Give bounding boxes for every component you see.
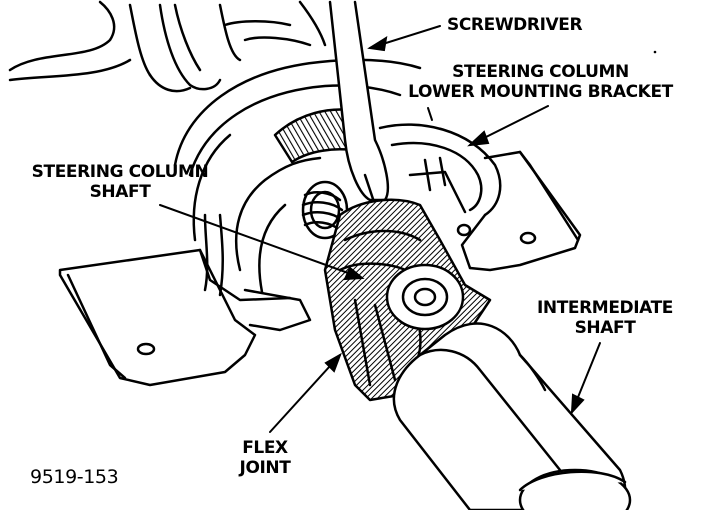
- lower-mounting-bracket: [378, 123, 582, 272]
- bracket-tick: [427, 107, 433, 121]
- leader-column-shaft: [159, 204, 363, 279]
- label-bracket: STEERING COLUMN LOWER MOUNTING BRACKET: [388, 62, 693, 102]
- label-flex-line1: FLEX: [242, 438, 288, 458]
- label-flex-joint: FLEX JOINT: [225, 438, 305, 478]
- label-intermediate-line2: SHAFT: [574, 318, 636, 338]
- flex-joint-hub: [385, 263, 465, 331]
- screwdriver-shaft: [328, 0, 389, 202]
- arrow-flex-joint: [324, 352, 342, 373]
- arrow-screwdriver: [367, 35, 388, 52]
- speck: [653, 50, 657, 54]
- label-column-shaft: STEERING COLUMN SHAFT: [20, 162, 220, 202]
- label-bracket-line2: LOWER MOUNTING BRACKET: [408, 82, 673, 102]
- label-column-shaft-line1: STEERING COLUMN: [31, 162, 209, 182]
- bracket-bolt-hole-right: [519, 231, 537, 245]
- label-intermediate-line1: INTERMEDIATE: [536, 298, 674, 318]
- label-intermediate-shaft: INTERMEDIATE SHAFT: [530, 298, 680, 338]
- figure-number: 9519-153: [30, 466, 119, 488]
- label-screwdriver: SCREWDRIVER: [447, 15, 583, 35]
- arrow-column-shaft: [343, 266, 365, 281]
- label-flex-line2: JOINT: [239, 458, 291, 478]
- column-housing: [173, 58, 422, 294]
- arrow-bracket: [467, 130, 490, 147]
- screwdriver-tip-line: [363, 173, 377, 207]
- leader-flex-joint: [269, 354, 341, 433]
- column-collar: [273, 108, 354, 164]
- bracket-bolt-hole-left: [136, 342, 156, 356]
- upper-frame: [8, 0, 327, 93]
- label-column-shaft-line2: SHAFT: [89, 182, 151, 202]
- intermediate-shaft: [392, 322, 632, 510]
- bracket-bolt-hole-inner: [456, 223, 472, 237]
- arrow-intermediate-shaft: [570, 393, 585, 415]
- label-bracket-line1: STEERING COLUMN: [452, 62, 629, 82]
- left-mounting-tab: [58, 213, 312, 387]
